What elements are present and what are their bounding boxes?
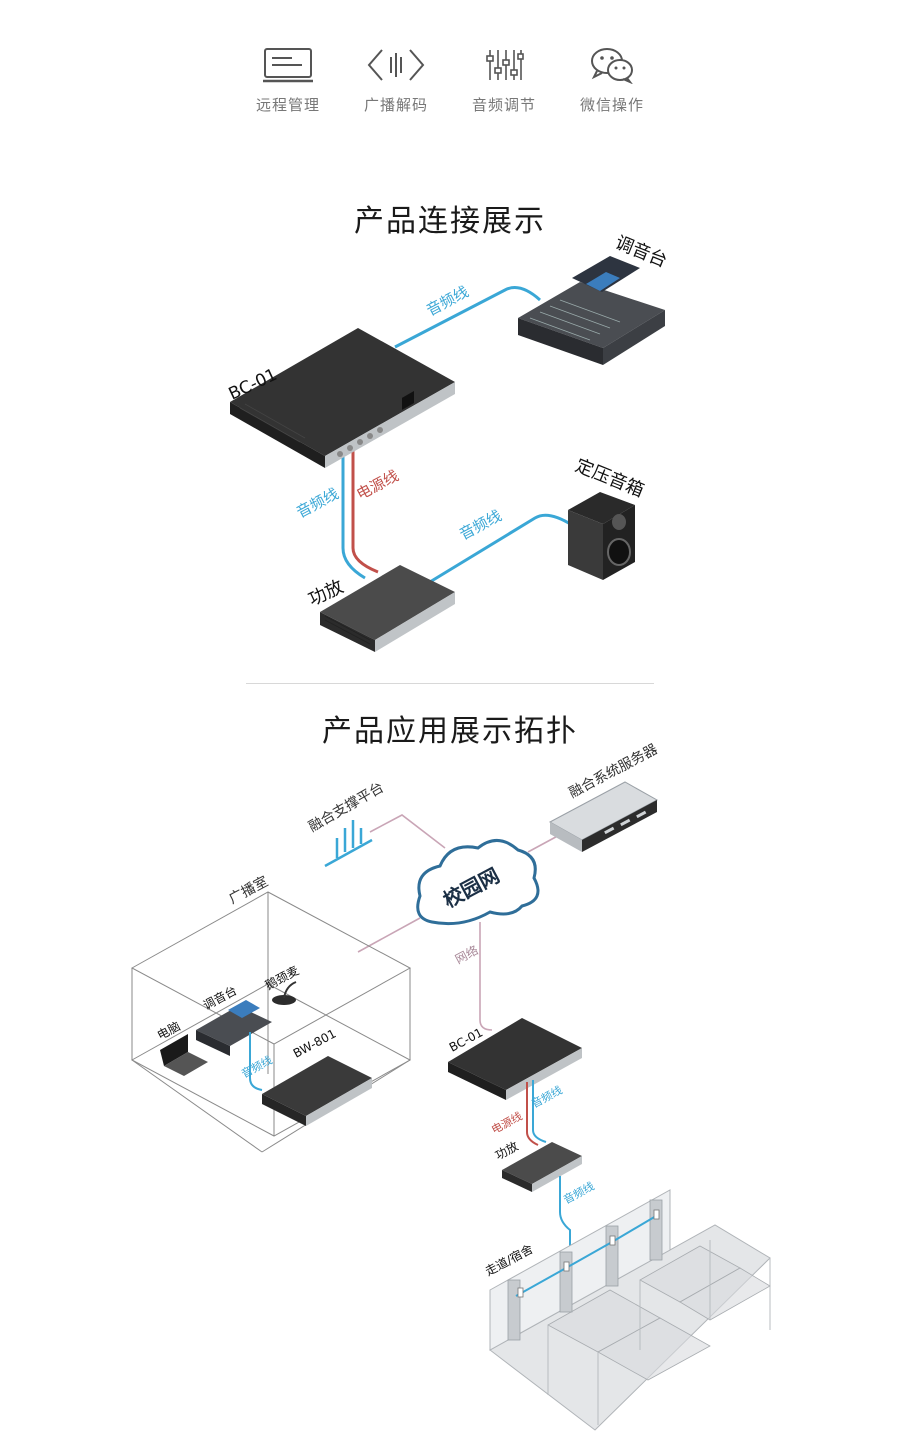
label-platform: 融合支撑平台 [306, 780, 387, 836]
topology-audio-cable-2 [559, 1176, 571, 1262]
label-power-line: 电源线 [353, 467, 401, 504]
label-topology-amp: 功放 [492, 1138, 520, 1163]
bc01-device [230, 328, 455, 468]
label-room-audio-line: 音频线 [239, 1053, 275, 1081]
topology-audio-cable-1 [532, 1080, 547, 1143]
power-cable-amp [351, 448, 379, 574]
audio-cable-speaker [419, 513, 573, 590]
room-mixer-device [196, 1000, 272, 1056]
mixer-sliders-icon [486, 50, 524, 80]
section-title-connection: 产品连接展示 [354, 204, 546, 239]
platform-icon [324, 820, 373, 868]
label-bw801: BW-801 [291, 1026, 339, 1060]
feature-row: 远程管理 广播解码 音频调节 [0, 46, 900, 126]
network-line-room [357, 917, 421, 953]
feature-label: 音频调节 [471, 96, 536, 114]
monitor-icon [263, 48, 313, 83]
server-device [548, 781, 659, 852]
cloud-icon [416, 839, 540, 926]
label-audio-line-3: 音频线 [456, 507, 504, 544]
code-icon [367, 49, 425, 81]
feature-label: 广播解码 [363, 96, 428, 114]
feature-broadcast-decode: 广播解码 [341, 46, 451, 115]
connection-diagram: BC-01 调音台 定压音箱 功放 音频线 音频线 电源线 音频线 [226, 232, 670, 652]
label-network-line: 网络 [452, 942, 480, 967]
dormitory-building [489, 1189, 771, 1431]
room-audio-cable [249, 1032, 263, 1091]
section-divider [246, 683, 654, 684]
section-title-topology: 产品应用展示拓扑 [322, 714, 578, 749]
feature-remote-management: 远程管理 [233, 46, 343, 115]
label-topology-audio-line-2: 音频线 [561, 1179, 597, 1207]
feature-label: 微信操作 [579, 96, 644, 114]
gooseneck-mic-device [272, 981, 297, 1005]
network-line-bc01 [479, 922, 493, 1031]
network-line-platform [369, 814, 446, 849]
label-topology-power-line: 电源线 [489, 1109, 525, 1137]
speaker-device [568, 492, 635, 580]
label-audio-line-1: 音频线 [423, 283, 471, 320]
bw801-device [262, 1056, 372, 1126]
audio-cable-mixer [394, 286, 542, 349]
wechat-icon [591, 48, 633, 84]
label-speaker: 定压音箱 [572, 455, 647, 501]
label-topology-audio-line-1: 音频线 [529, 1083, 565, 1111]
feature-audio-adjust: 音频调节 [449, 46, 559, 115]
laptop-device [160, 1034, 208, 1076]
label-room: 广播室 [226, 873, 271, 908]
topology-diagram: 融合支撑平台 融合系统服务器 校园网 网络 广播室 电脑 调音台 鹅颈麦 BW-… [130, 741, 771, 1431]
topology-power-cable [526, 1082, 539, 1146]
label-audio-line-2: 音频线 [293, 485, 341, 522]
feature-wechat-operation: 微信操作 [557, 46, 667, 115]
label-gooseneck-mic: 鹅颈麦 [263, 963, 301, 992]
topology-bc01-device [448, 1018, 582, 1100]
audio-cable-amp [341, 452, 366, 580]
feature-label: 远程管理 [255, 96, 320, 114]
topology-amp-device [502, 1142, 582, 1192]
mixer-console [518, 256, 665, 365]
amplifier-device [320, 565, 455, 652]
